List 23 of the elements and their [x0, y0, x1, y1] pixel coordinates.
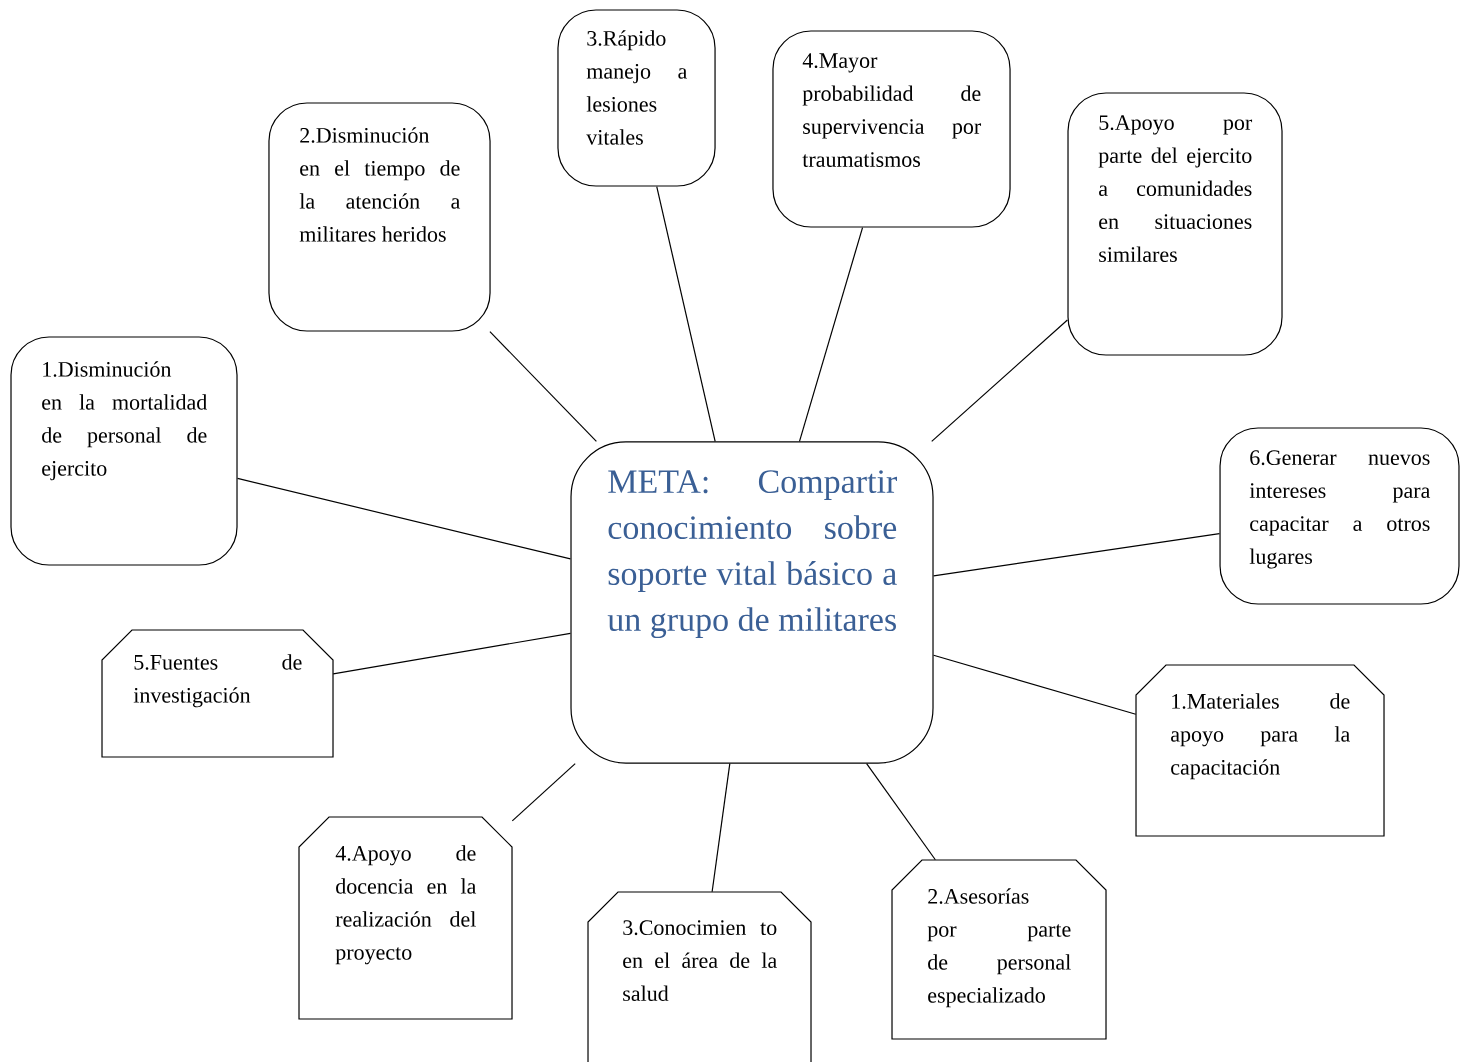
snipped-box: 2.Asesorías por parte de personal especializado	[891, 859, 1107, 1040]
connector-line	[511, 763, 576, 822]
rounded-box: 3.Rápido manejo a lesiones vitales	[557, 9, 716, 187]
connector-line	[933, 533, 1221, 577]
rounded-box: 2.Disminución en el tiempo de la atención a militares heridos	[268, 102, 491, 332]
snipped-box: 5.Fuentes de investigación	[101, 629, 334, 758]
snipped-box: 3.Conocimien to en el área de la salud	[587, 891, 812, 1062]
connector-line	[866, 763, 936, 861]
connector-line	[933, 654, 1137, 715]
rounded-box: 4.Mayor probabilidad de supervivencia por traumatismos	[772, 30, 1011, 228]
rounded-box: 6.Generar nuevos intereses para capacitar a otros lugares	[1219, 427, 1460, 605]
goal-box: META: Compartir conocimiento sobre soporte vital básico a un grupo de militares	[570, 441, 934, 764]
connector-line	[332, 632, 571, 675]
snipped-box: 1.Materiales de apoyo para la capacitación	[1135, 664, 1385, 837]
connector-line	[237, 477, 571, 560]
connector-line	[656, 186, 716, 442]
connector-line	[798, 227, 864, 442]
connector-line	[489, 331, 597, 442]
snipped-box: 4.Apoyo de docencia en la realización del proyecto	[298, 816, 513, 1020]
connector-line	[711, 763, 731, 893]
connector-line	[931, 319, 1068, 442]
rounded-box: 5.Apoyo por parte del ejercito a comunidades en situaciones similares	[1067, 92, 1283, 356]
rounded-box: 1.Disminución en la mortalidad de personal de ejercito	[10, 336, 238, 566]
